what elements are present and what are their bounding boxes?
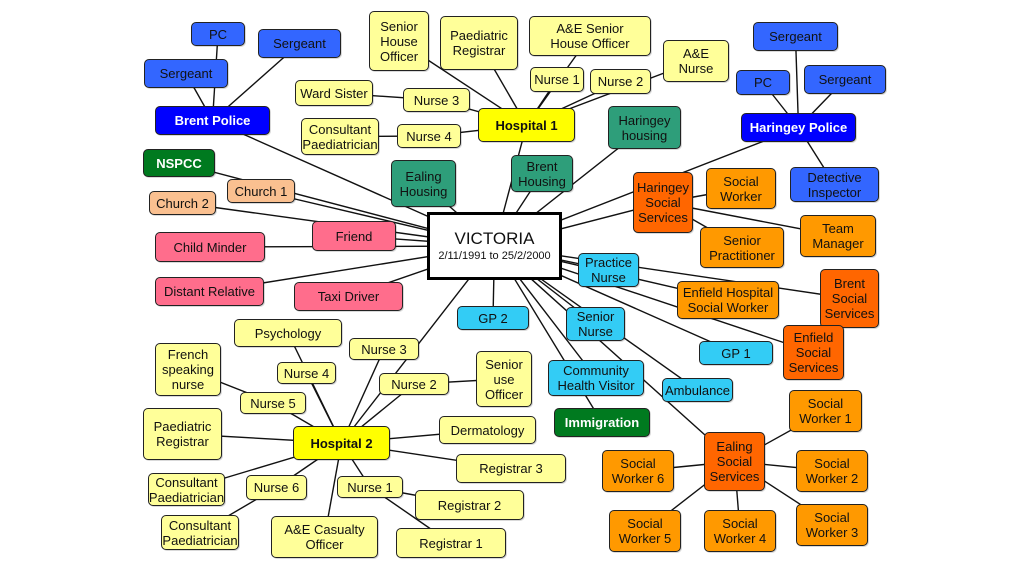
node-nurse-2-hospital-1: Nurse 2: [590, 69, 651, 94]
node-detective-inspector: Detective Inspector: [790, 167, 879, 202]
node-senior-practitioner: Senior Practitioner: [700, 227, 784, 268]
node-nurse-6-hospital-2: Nurse 6: [246, 475, 307, 500]
center-title: VICTORIA: [454, 229, 535, 248]
node-pc-brent: PC: [191, 22, 245, 46]
node-social-worker-1: Social Worker 1: [789, 390, 862, 432]
node-social-worker-3: Social Worker 3: [796, 504, 868, 546]
node-nurse-3-hospital-2: Nurse 3: [349, 338, 419, 360]
node-registrar-1: Registrar 1: [396, 528, 506, 558]
node-nurse-5-hospital-2: Nurse 5: [240, 392, 306, 414]
node-registrar-2: Registrar 2: [415, 490, 524, 520]
node-ealing-housing: Ealing Housing: [391, 160, 456, 207]
node-paediatric-registrar-2: Paediatric Registrar: [143, 408, 222, 460]
node-ealing-social-services: Ealing Social Services: [704, 432, 765, 491]
node-taxi-driver: Taxi Driver: [294, 282, 403, 311]
node-senior-use-officer: Senior use Officer: [476, 351, 532, 407]
node-social-worker: Social Worker: [706, 168, 776, 209]
node-enfield-hospital-social-worker: Enfield Hospital Social Worker: [677, 281, 779, 319]
node-haringey-police: Haringey Police: [741, 113, 856, 142]
center-node-victoria: VICTORIA 2/11/1991 to 25/2/2000: [427, 212, 562, 280]
node-ae-senior-house-officer: A&E Senior House Officer: [529, 16, 651, 56]
node-senior-nurse: Senior Nurse: [566, 307, 625, 341]
node-sergeant-brent-1: Sergeant: [258, 29, 341, 58]
node-consultant-paediatrician-3: Consultant Paediatrician: [161, 515, 239, 550]
node-nurse-1-hospital-2: Nurse 1: [337, 476, 403, 498]
node-ae-nurse: A&E Nurse: [663, 40, 729, 82]
node-enfield-social-services: Enfield Social Services: [783, 325, 844, 380]
node-nurse-4-hospital-2: Nurse 4: [277, 362, 336, 384]
node-sergeant-haringey-2: Sergeant: [804, 65, 886, 94]
node-paediatric-registrar-1: Paediatric Registrar: [440, 16, 518, 70]
node-nurse-2-hospital-2: Nurse 2: [379, 373, 449, 395]
node-child-minder: Child Minder: [155, 232, 265, 262]
node-nspcc: NSPCC: [143, 149, 215, 177]
node-immigration: Immigration: [554, 408, 650, 437]
node-ward-sister: Ward Sister: [295, 80, 373, 106]
edge-center-ealing_ss: [494, 245, 735, 463]
node-consultant-paediatrician-2: Consultant Paediatrician: [148, 473, 225, 506]
node-hospital-1: Hospital 1: [478, 108, 575, 142]
node-ambulance: Ambulance: [662, 378, 733, 402]
node-brent-housing: Brent Housing: [511, 155, 573, 192]
node-sergeant-brent-2: Sergeant: [144, 59, 228, 88]
node-social-worker-4: Social Worker 4: [704, 510, 776, 552]
node-senior-house-officer: Senior House Officer: [369, 11, 429, 71]
node-brent-police: Brent Police: [155, 106, 270, 135]
node-psychology: Psychology: [234, 319, 342, 347]
node-distant-relative: Distant Relative: [155, 277, 264, 306]
node-practice-nurse: Practice Nurse: [578, 253, 639, 287]
node-church-2: Church 2: [149, 191, 216, 215]
center-dates: 2/11/1991 to 25/2/2000: [438, 250, 551, 262]
node-gp-1: GP 1: [699, 341, 773, 365]
node-french-speaking-nurse: French speaking nurse: [155, 343, 221, 396]
node-dermatology: Dermatology: [439, 416, 536, 444]
node-brent-social-services: Brent Social Services: [820, 269, 879, 328]
node-hospital-2: Hospital 2: [293, 426, 390, 460]
node-social-worker-6: Social Worker 6: [602, 450, 674, 492]
node-team-manager: Team Manager: [800, 215, 876, 257]
node-registrar-3: Registrar 3: [456, 454, 566, 483]
node-pc-haringey: PC: [736, 70, 790, 95]
edge-haringey_police-sergeant3: [794, 36, 800, 128]
node-haringey-housing: Haringey housing: [608, 106, 681, 149]
node-gp-2: GP 2: [457, 306, 529, 330]
node-nurse-3-hospital-1: Nurse 3: [403, 88, 470, 112]
node-nurse-1-hospital-1: Nurse 1: [530, 67, 584, 92]
node-nurse-4-hospital-1: Nurse 4: [397, 124, 461, 148]
node-community-health-visitor: Community Health Visitor: [548, 360, 644, 396]
node-haringey-social-services: Haringey Social Services: [633, 172, 693, 233]
node-sergeant-haringey-1: Sergeant: [753, 22, 838, 51]
node-social-worker-2: Social Worker 2: [796, 450, 868, 492]
node-friend: Friend: [312, 221, 396, 251]
node-consultant-paediatrician-1: Consultant Paediatrician: [301, 118, 379, 155]
node-social-worker-5: Social Worker 5: [609, 510, 681, 552]
node-ae-casualty-officer: A&E Casualty Officer: [271, 516, 378, 558]
node-church-1: Church 1: [227, 179, 295, 203]
